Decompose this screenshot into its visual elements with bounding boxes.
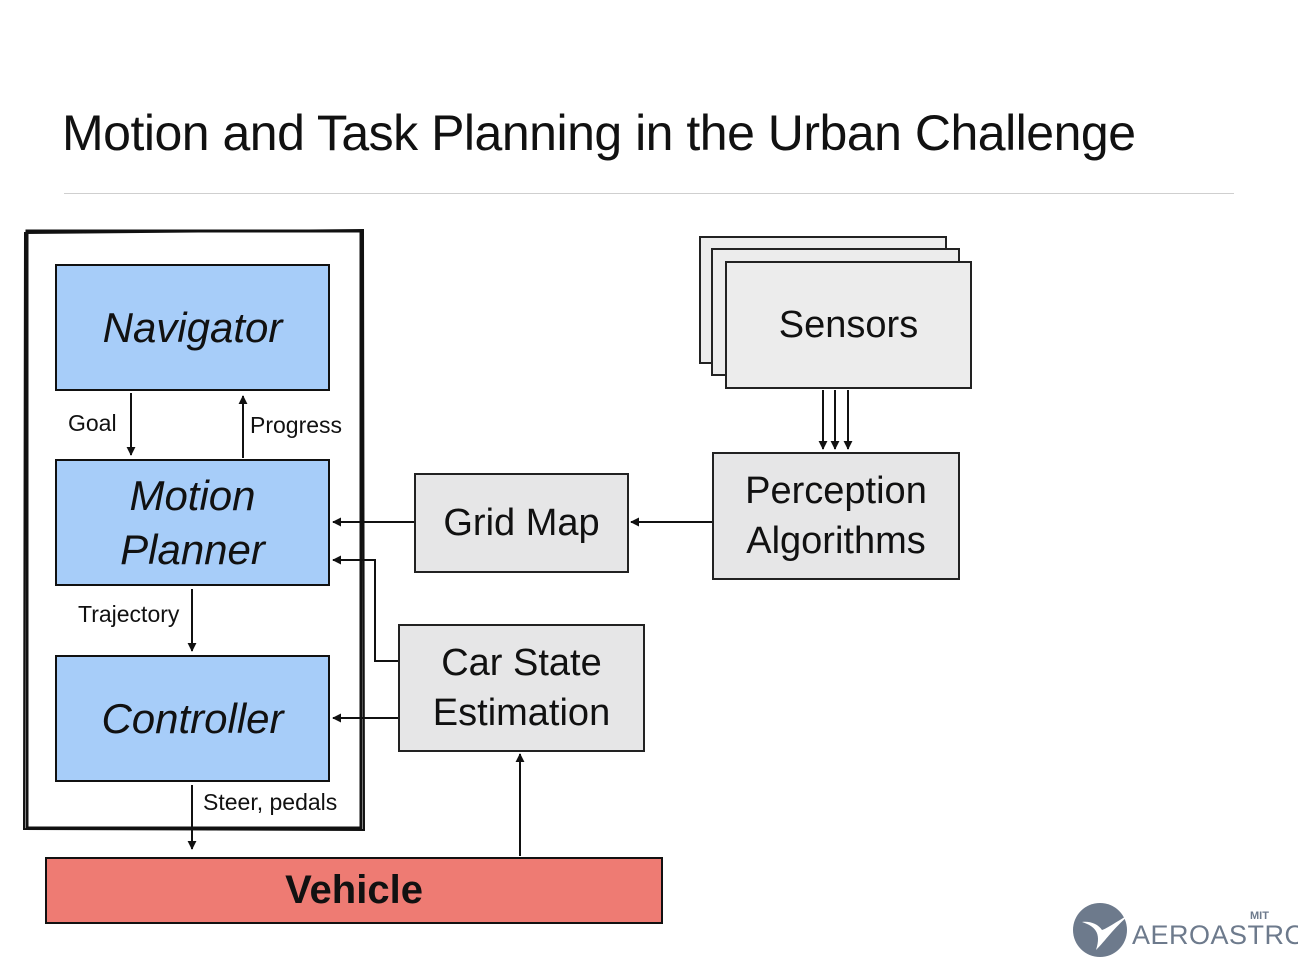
carstate-to-planner-arrow — [332, 555, 398, 662]
perception-block: Perception Algorithms — [712, 452, 960, 580]
navigator-block: Navigator — [55, 264, 330, 391]
steer-pedals-label: Steer, pedals — [203, 789, 338, 815]
perception-label: Perception Algorithms — [745, 470, 927, 562]
navigator-label: Navigator — [102, 303, 283, 351]
planner-group-frame — [22, 228, 366, 832]
grid-map-label: Grid Map — [443, 502, 600, 544]
controller-label: Controller — [101, 694, 284, 742]
aeroastro-logo: MIT AEROASTRO — [1070, 898, 1298, 962]
sensors-label: Sensors — [778, 304, 919, 346]
logo-brand-text: AEROASTRO — [1132, 920, 1298, 950]
vehicle-label: Vehicle — [285, 868, 423, 912]
motion-planner-block: Motion Planner — [55, 459, 330, 586]
logo-mit-text: MIT — [1250, 910, 1269, 922]
aeroastro-swoosh-icon — [1073, 903, 1130, 957]
car-state-label: Car State Estimation — [432, 642, 611, 734]
vehicle-block: Vehicle — [45, 857, 663, 924]
progress-label: Progress — [250, 412, 343, 438]
sensors-block: Sensors — [725, 261, 972, 389]
controller-block: Controller — [55, 655, 330, 782]
goal-label: Goal — [68, 410, 117, 436]
motion-planner-label: Motion Planner — [120, 471, 265, 573]
slide-title: Motion and Task Planning in the Urban Ch… — [62, 105, 1136, 161]
grid-map-block: Grid Map — [414, 473, 629, 573]
car-state-block: Car State Estimation — [398, 624, 645, 752]
title-divider — [64, 193, 1234, 194]
trajectory-label: Trajectory — [78, 601, 180, 627]
